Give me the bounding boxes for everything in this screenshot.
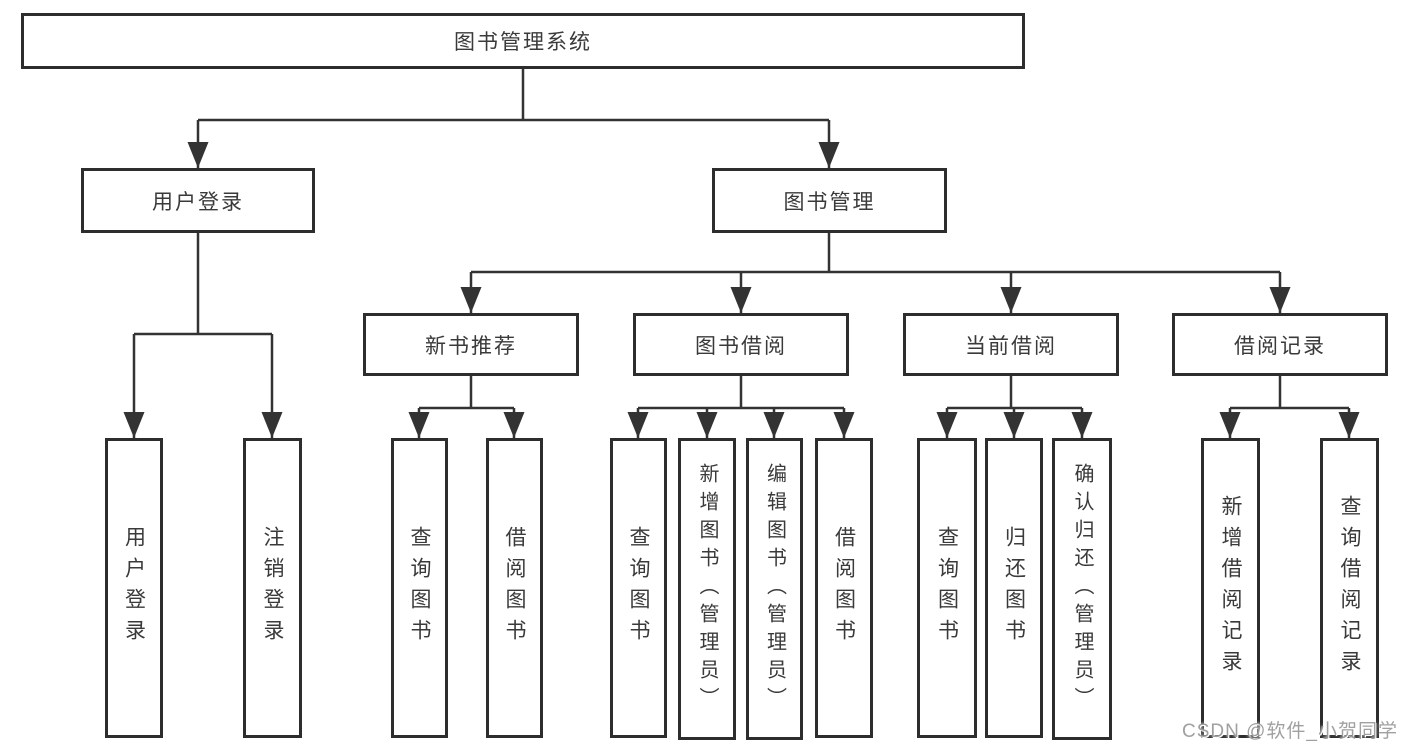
node-book-borrowing: 图书借阅 [633, 313, 849, 376]
leaf-bb-borrow-book: 借阅图书 [815, 438, 873, 738]
node-label: 查询图书 [935, 526, 959, 650]
node-label: 新增图书（管理员） [696, 463, 718, 715]
leaf-bb-add-book-admin: 新增图书（管理员） [678, 438, 736, 740]
node-label: 新增借阅记录 [1219, 495, 1242, 681]
node-root-system: 图书管理系统 [21, 13, 1025, 69]
leaf-br-add-record: 新增借阅记录 [1201, 438, 1260, 738]
node-label: 注销登录 [261, 526, 284, 650]
node-label: 查询图书 [627, 526, 650, 650]
connector-nbr-split [419, 376, 514, 410]
node-label: 用户登录 [122, 526, 146, 650]
leaf-cb-confirm-return-admin: 确认归还（管理员） [1052, 438, 1112, 740]
leaf-bb-query-book: 查询图书 [610, 438, 667, 738]
node-new-book-recommend: 新书推荐 [363, 313, 579, 376]
leaf-br-query-record: 查询借阅记录 [1320, 438, 1379, 738]
node-label: 编辑图书（管理员） [763, 463, 786, 715]
node-label: 查询图书 [408, 526, 431, 650]
node-user-login: 用户登录 [81, 168, 315, 233]
leaf-bb-edit-book-admin: 编辑图书（管理员） [746, 438, 803, 740]
node-book-management: 图书管理 [712, 168, 947, 233]
node-label: 借阅图书 [503, 526, 526, 650]
node-label: 借阅图书 [832, 526, 856, 650]
leaf-cb-return-book: 归还图书 [985, 438, 1043, 738]
connector-mgmt-split [471, 233, 1280, 274]
leaf-nbr-query-book: 查询图书 [391, 438, 448, 738]
node-label: 新书推荐 [425, 334, 517, 358]
node-label: 归还图书 [1002, 526, 1026, 650]
connector-cb-split [947, 376, 1082, 410]
node-label: 借阅记录 [1234, 334, 1326, 358]
connector-login-split [134, 233, 272, 336]
leaf-nbr-borrow-book: 借阅图书 [486, 438, 543, 738]
node-current-borrowing: 当前借阅 [903, 313, 1119, 376]
csdn-watermark: CSDN @软件_小贺同学 [1182, 721, 1398, 742]
node-label: 用户登录 [152, 190, 244, 214]
leaf-user-login: 用户登录 [105, 438, 163, 738]
leaf-logout: 注销登录 [243, 438, 302, 738]
node-label: 当前借阅 [965, 334, 1057, 358]
connector-br-split [1230, 376, 1349, 410]
node-label: 图书管理系统 [454, 31, 592, 54]
node-borrowing-records: 借阅记录 [1172, 313, 1388, 376]
leaf-cb-query-book: 查询图书 [917, 438, 977, 738]
node-label: 图书管理 [783, 190, 876, 214]
node-label: 查询借阅记录 [1338, 495, 1361, 681]
node-label: 确认归还（管理员） [1071, 463, 1093, 715]
connector-bb-split [638, 376, 844, 410]
node-label: 图书借阅 [695, 334, 787, 358]
connector-root-split [198, 69, 829, 122]
